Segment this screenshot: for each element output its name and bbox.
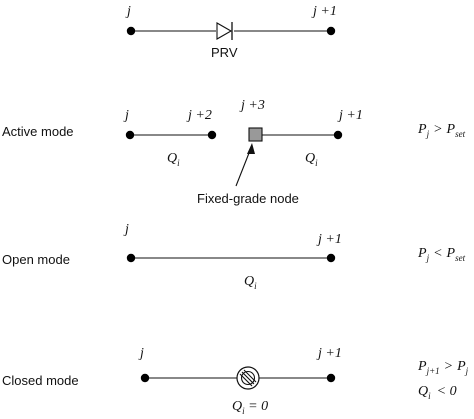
active-node-j-plus-1-label: j +1 [337,108,363,123]
open-mode-section: Open mode j j +1 Qi Pj<Pset [2,222,466,291]
closed-node-j-plus-1 [326,373,336,383]
closed-valve-icon [236,366,260,390]
active-flow-left: Qi [167,151,180,168]
active-node-j-label: j [123,108,129,123]
node-j-plus-1-label: j +1 [311,4,337,19]
active-node-j-plus-2-label: j +2 [186,108,212,123]
closed-node-j-plus-1-label: j +1 [316,346,342,361]
active-mode-label: Active mode [2,124,74,139]
open-node-j [126,253,136,263]
active-node-j-plus-2 [207,130,217,140]
open-node-j-plus-1 [326,253,336,263]
node-j-plus-1 [326,26,336,36]
prv-label: PRV [211,45,238,60]
active-node-j-plus-1 [333,130,343,140]
prv-section: j j +1 PRV [125,4,337,60]
closed-node-j [140,373,150,383]
closed-mode-label: Closed mode [2,373,79,388]
open-node-j-label: j [123,222,129,237]
fixed-grade-arrowhead [247,143,255,154]
prv-valve-icon [216,22,234,40]
active-condition: Pj>Pset [417,122,466,139]
fixed-grade-node-label: Fixed-grade node [197,191,299,206]
closed-condition-1: Pj+1>Pj [417,359,469,376]
active-mode-section: Active mode j j +2 j +3 j +1 Qi Qi Fixed… [2,98,466,206]
active-flow-right: Qi [305,151,318,168]
closed-mode-section: Closed mode j j +1 Qi = 0 Pj+1>Pj Qi< 0 [2,346,469,416]
fixed-grade-node-square [248,127,263,142]
closed-node-j-label: j [138,346,144,361]
open-flow: Qi [244,274,257,291]
active-node-j [125,130,135,140]
closed-flow: Qi = 0 [232,399,268,416]
active-node-j-plus-3-label: j +3 [239,98,265,113]
node-j [126,26,136,36]
fixed-grade-arrow [235,147,252,187]
closed-condition-2: Qi< 0 [418,384,457,401]
open-node-j-plus-1-label: j +1 [316,232,342,247]
open-mode-label: Open mode [2,252,70,267]
open-condition: Pj<Pset [417,246,466,263]
node-j-label: j [125,4,131,19]
